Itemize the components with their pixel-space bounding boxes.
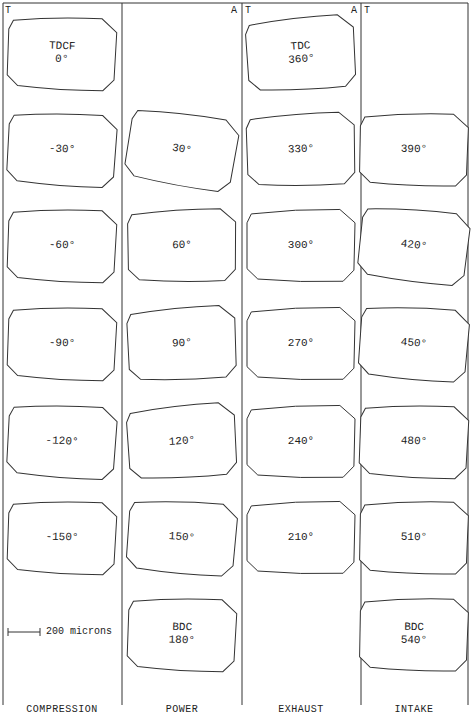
crank-angle: 210° — [281, 531, 321, 544]
ring-profile: 510° — [359, 499, 468, 575]
crank-angle: -60° — [42, 238, 82, 252]
edge-mark: A — [231, 5, 237, 17]
ring-profile: 60° — [127, 207, 236, 283]
ring-profile: 450° — [358, 302, 471, 383]
crank-angle: 330° — [281, 142, 321, 156]
column-heading: COMPRESSION — [26, 704, 98, 716]
crank-angle: 510° — [394, 530, 434, 544]
crank-angle: TDC 360° — [280, 39, 322, 68]
ring-outline-path — [126, 498, 239, 578]
ring-outline-path — [356, 204, 471, 287]
ring-outline-path — [359, 500, 468, 574]
edge-mark: A — [351, 5, 357, 17]
ring-outline-path — [359, 597, 468, 671]
ring-profile: -30° — [6, 109, 118, 189]
crank-angle: 270° — [281, 337, 321, 350]
ring-outline-path — [358, 304, 471, 384]
ring-profile: TDC 360° — [245, 12, 358, 93]
ring-profile: BDC 180° — [127, 595, 238, 673]
crank-angle: TDCF 0° — [42, 39, 83, 66]
ring-outline-path — [7, 16, 117, 92]
ring-profile: 120° — [126, 400, 239, 481]
crank-angle: 480° — [394, 434, 434, 448]
crank-angle: 60° — [162, 238, 202, 252]
scale-label: 200 microns — [46, 626, 112, 638]
crank-angle: 300° — [281, 239, 321, 252]
ring-outline-path — [126, 305, 238, 383]
edge-mark: T — [245, 5, 251, 17]
ring-outline-path — [247, 307, 355, 379]
ring-profile: 150° — [126, 496, 239, 577]
ring-outline-path — [7, 500, 117, 576]
crank-angle: -90° — [42, 336, 82, 350]
ring-outline-path — [246, 112, 356, 188]
ring-outline-path — [126, 402, 239, 482]
ring-profile: 420° — [356, 203, 471, 288]
ring-outline-path — [359, 112, 468, 186]
crank-angle: 120° — [162, 433, 203, 449]
crank-angle: 450° — [394, 335, 435, 351]
ring-profile: 210° — [247, 500, 355, 574]
ring-profile: 480° — [359, 402, 470, 480]
ring-outline-path — [6, 403, 118, 481]
column-heading: EXHAUST — [278, 704, 324, 716]
ring-outline-path — [247, 209, 355, 281]
crank-angle: -30° — [42, 141, 83, 156]
ring-profile: -120° — [6, 401, 118, 481]
ring-profile: 300° — [247, 208, 355, 282]
crank-angle: 90° — [162, 335, 203, 350]
ring-outline-path — [359, 404, 469, 480]
crank-angle: 150° — [162, 529, 203, 545]
column-heading: POWER — [166, 704, 199, 716]
ring-profile: 240° — [247, 404, 355, 478]
ring-profile: -90° — [7, 304, 118, 382]
edge-mark: T — [5, 5, 11, 17]
crank-angle: -150° — [42, 530, 82, 544]
crank-angle: -120° — [42, 433, 83, 448]
ring-outline-path — [6, 111, 118, 189]
ring-outline-path — [247, 501, 355, 573]
column-line — [468, 3, 469, 705]
ring-outline-path — [127, 597, 237, 673]
ring-outline-path — [247, 405, 355, 477]
scale-tick — [8, 628, 9, 636]
ring-profile: -60° — [7, 206, 118, 284]
ring-profile: 390° — [359, 111, 468, 187]
ring-profile: 330° — [246, 110, 357, 188]
ring-profile: BDC 540° — [359, 596, 468, 672]
column-line — [122, 3, 123, 705]
crank-angle: 390° — [394, 142, 434, 156]
ring-profile: TDCF 0° — [7, 14, 118, 92]
crank-angle: BDC 540° — [394, 621, 434, 648]
crank-angle: 240° — [281, 435, 321, 448]
ring-outline-path — [245, 14, 358, 94]
ring-profile: -150° — [7, 498, 118, 576]
column-line — [3, 3, 4, 705]
edge-mark: T — [364, 5, 370, 17]
ring-profile: 270° — [247, 306, 355, 380]
top-border — [3, 3, 468, 4]
ring-profile: 30° — [123, 104, 241, 194]
ring-outline-path — [7, 208, 117, 284]
crank-angle: BDC 180° — [162, 620, 203, 647]
ring-outline-path — [127, 208, 236, 282]
ring-profile: 90° — [126, 303, 238, 383]
scale-bar — [8, 632, 40, 633]
ring-outline-path — [123, 105, 241, 193]
column-heading: INTAKE — [394, 704, 433, 716]
column-line — [242, 3, 243, 705]
scale-tick — [40, 628, 41, 636]
ring-outline-path — [7, 306, 117, 382]
